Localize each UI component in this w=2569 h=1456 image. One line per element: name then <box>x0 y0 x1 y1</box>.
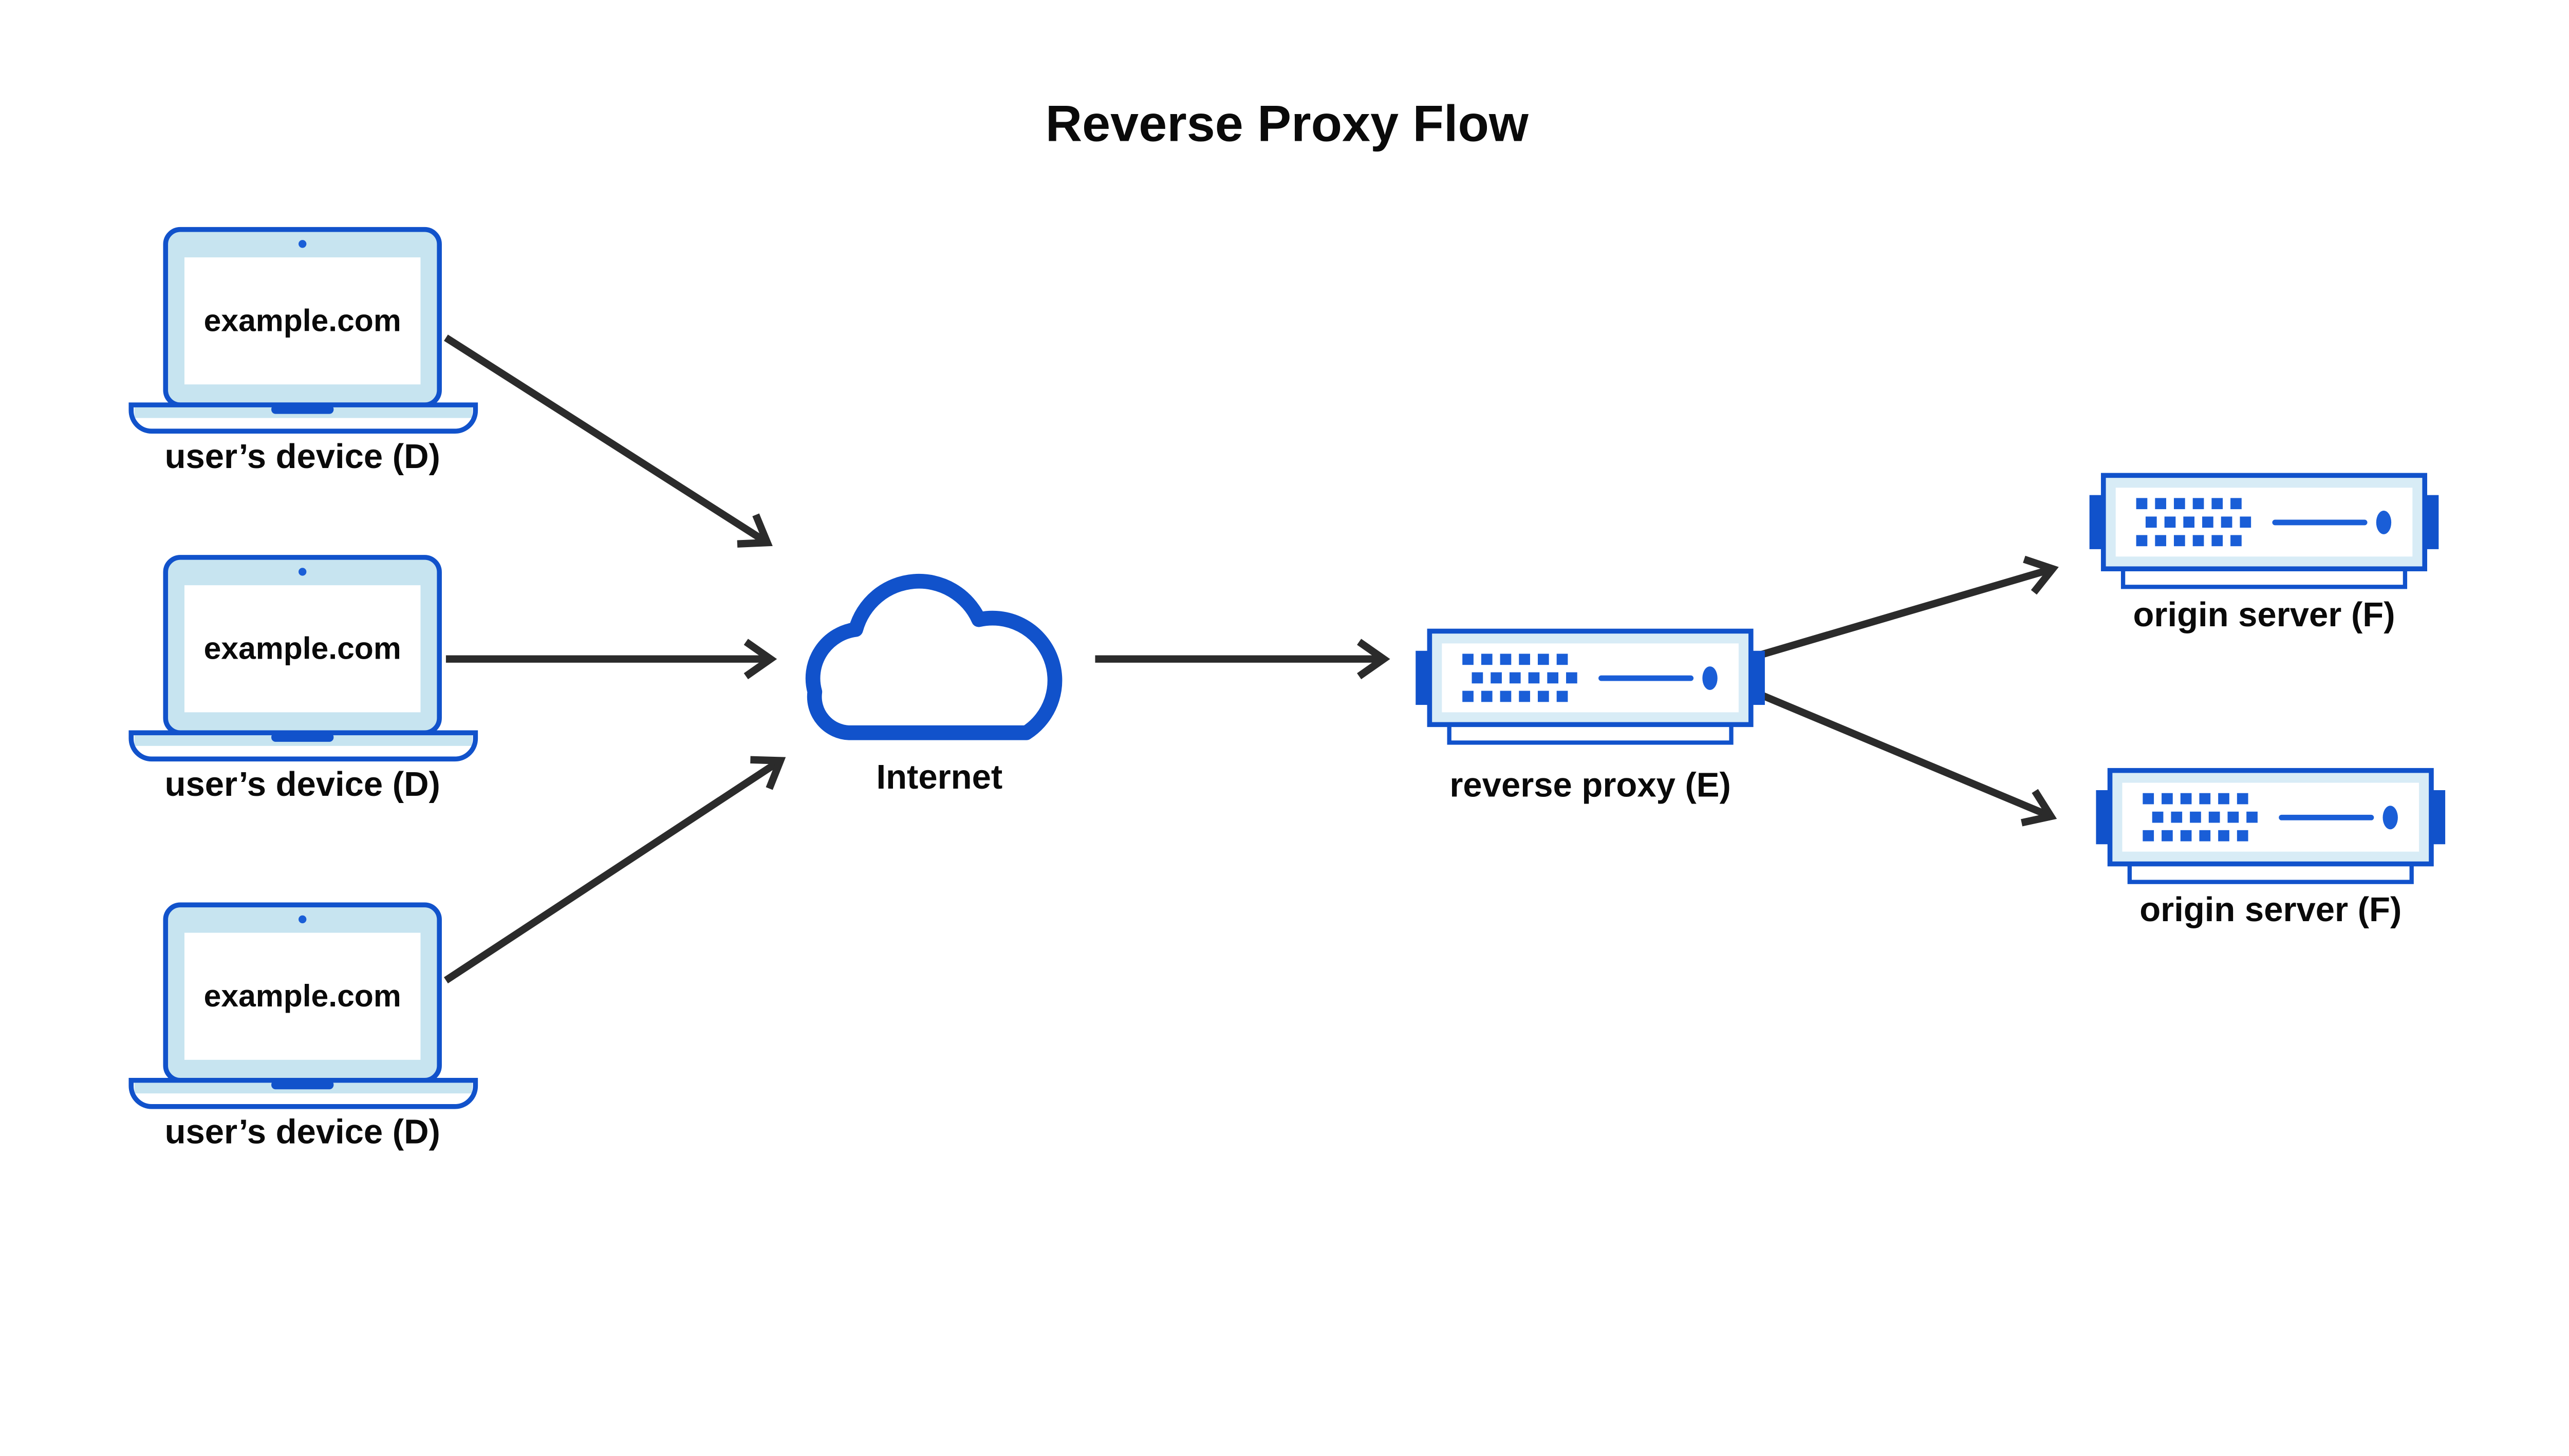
node-label: user’s device (D) <box>165 1113 440 1151</box>
cloud-outline <box>805 573 1063 740</box>
server-icon <box>1416 631 1765 742</box>
arrow-proxy-to-origin2 <box>1756 690 2057 827</box>
device-screen-url: example.com <box>204 978 401 1013</box>
reverse-proxy-flow-diagram: Reverse Proxy Flow example.com user’s de… <box>128 95 2448 1151</box>
node-label: user’s device (D) <box>165 437 440 476</box>
node-origin-server-2: origin server (F) <box>2096 771 2445 929</box>
node-origin-server-1: origin server (F) <box>2090 475 2439 634</box>
node-user-device-1: example.com user’s device (D) <box>131 230 475 476</box>
node-label: origin server (F) <box>2133 595 2395 634</box>
node-label: reverse proxy (E) <box>1449 766 1730 805</box>
server-icon <box>2090 475 2439 587</box>
page-title: Reverse Proxy Flow <box>1046 95 1529 152</box>
cloud-icon <box>805 573 1063 740</box>
device-screen-url: example.com <box>204 303 401 338</box>
device-screen-url: example.com <box>204 631 401 666</box>
server-icon <box>2096 771 2445 882</box>
node-user-device-3: example.com user’s device (D) <box>131 905 475 1151</box>
node-user-device-2: example.com user’s device (D) <box>131 557 475 804</box>
arrow-device1-to-internet <box>444 334 773 548</box>
node-reverse-proxy: reverse proxy (E) <box>1416 631 1765 805</box>
flow-arrows <box>443 334 2059 984</box>
node-label: user’s device (D) <box>165 765 440 804</box>
diagram-canvas: Reverse Proxy Flow example.com user’s de… <box>128 95 2448 1151</box>
node-label: Internet <box>876 758 1002 796</box>
arrow-proxy-to-origin1 <box>1756 555 2059 660</box>
node-internet: Internet <box>805 573 1063 796</box>
arrow-device3-to-internet <box>443 756 786 984</box>
node-label: origin server (F) <box>2139 890 2402 929</box>
